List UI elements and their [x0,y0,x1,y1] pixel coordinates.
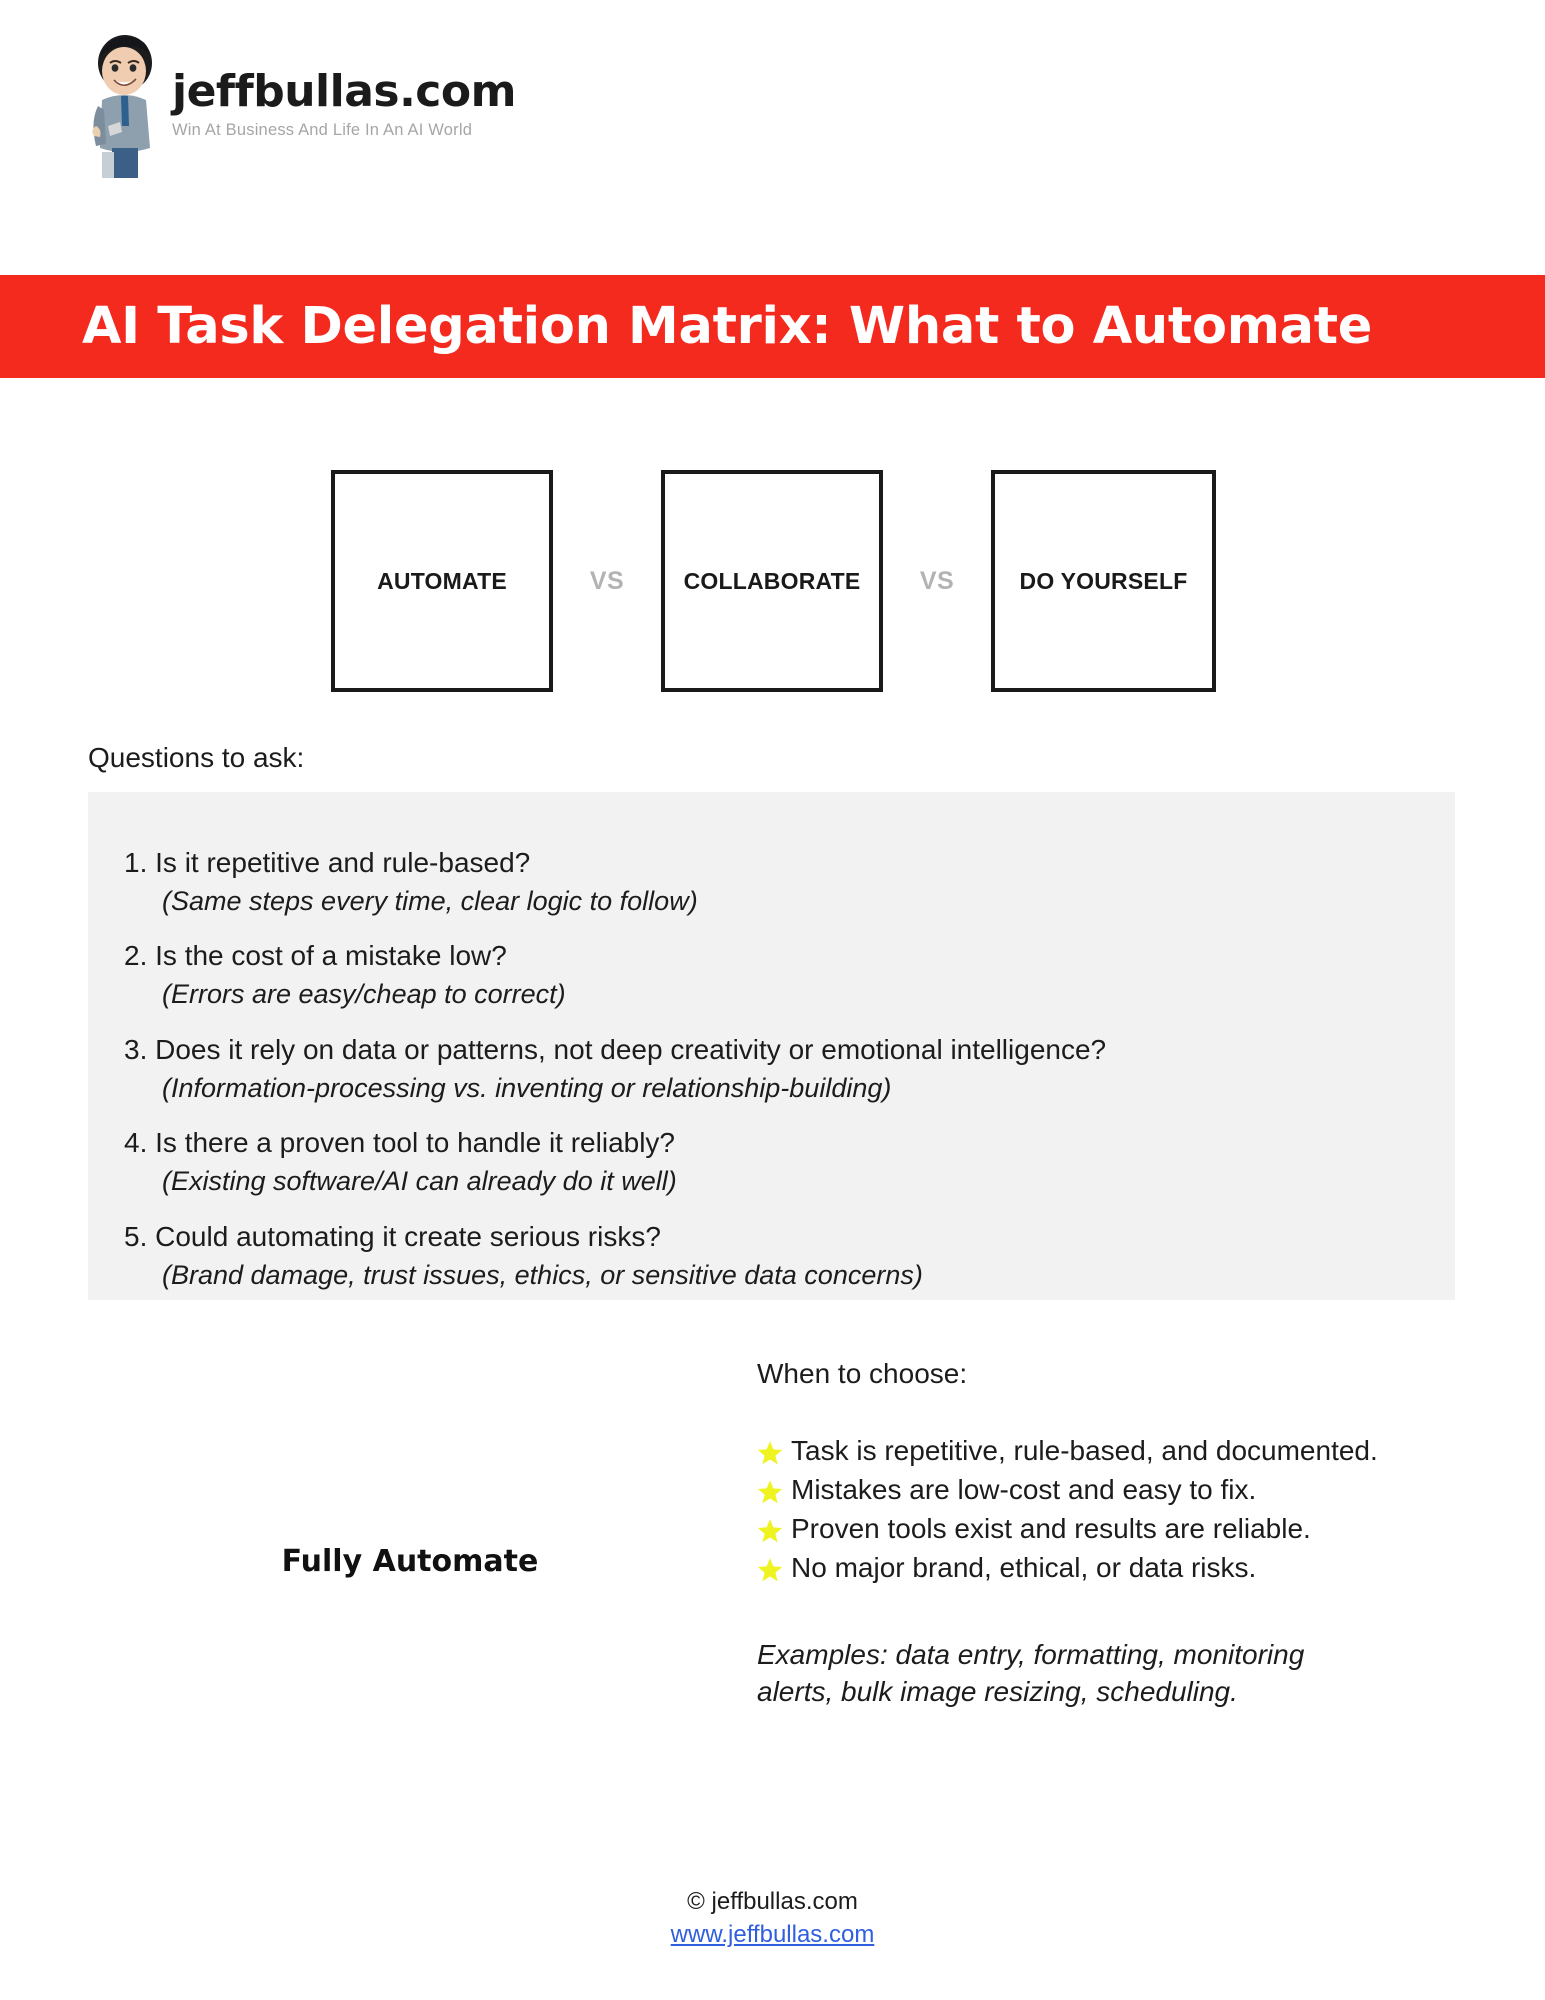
footer: © jeffbullas.com www.jeffbullas.com [0,1888,1545,1949]
question-text: 2. Is the cost of a mistake low? [124,940,507,972]
criteria-text: Task is repetitive, rule-based, and docu… [791,1435,1378,1466]
decision-label-fully-automate: Fully Automate [281,1544,539,1579]
list-item: No major brand, ethical, or data risks. [757,1551,1457,1587]
question-text: 4. Is there a proven tool to handle it r… [124,1127,676,1159]
footer-copyright: © jeffbullas.com [687,1888,858,1915]
site-logo: jeffbullas.com Win At Business And Life … [88,30,558,190]
mode-label-collaborate: COLLABORATE [683,567,861,594]
question-subtext: (Information-processing vs. inventing or… [162,1072,892,1103]
mode-label-automate: AUTOMATE [377,567,507,594]
footer-website-link[interactable]: www.jeffbullas.com [670,1921,875,1948]
question-text: 5. Could automating it create serious ri… [124,1220,661,1252]
question-text: 3. Does it rely on data or patterns, not… [124,1033,1107,1065]
mode-comparison-row: AUTOMATE VS COLLABORATE VS DO YOURSELF [331,470,1216,692]
questions-heading: Questions to ask: [88,742,305,773]
question-subtext: (Existing software/AI can already do it … [162,1166,677,1197]
question-item: 5. Could automating it create serious ri… [124,1220,1455,1291]
question-item: 1. Is it repetitive and rule-based? (Sam… [124,846,1455,917]
star-icon [757,1518,785,1548]
examples-text: Examples: data entry, formatting, monito… [757,1639,1305,1707]
question-item: 3. Does it rely on data or patterns, not… [124,1033,1455,1104]
criteria-text: Proven tools exist and results are relia… [791,1513,1311,1544]
criteria-text: Mistakes are low-cost and easy to fix. [791,1474,1257,1505]
logo-wordmark: jeffbullas.com [172,66,516,117]
star-icon [757,1440,785,1470]
jeff-bullas-caricature-icon [88,30,160,180]
criteria-list: Task is repetitive, rule-based, and docu… [757,1434,1457,1587]
star-icon [757,1479,785,1509]
when-to-choose-heading: When to choose: [757,1358,968,1389]
mode-separator-2: VS [919,566,955,595]
list-item: Task is repetitive, rule-based, and docu… [757,1434,1457,1470]
mode-box-automate[interactable]: AUTOMATE [331,470,553,692]
criteria-text: No major brand, ethical, or data risks. [791,1552,1257,1583]
page-title: AI Task Delegation Matrix: What to Autom… [82,297,1373,356]
list-item: Mistakes are low-cost and easy to fix. [757,1473,1457,1509]
question-item: 2. Is the cost of a mistake low? (Errors… [124,939,1455,1010]
question-subtext: (Brand damage, trust issues, ethics, or … [162,1259,923,1290]
mode-label-do-yourself: DO YOURSELF [1019,567,1188,594]
question-item: 4. Is there a proven tool to handle it r… [124,1126,1455,1197]
mode-separator-1: VS [589,566,625,595]
questions-panel: 1. Is it repetitive and rule-based? (Sam… [88,792,1455,1300]
mode-box-collaborate[interactable]: COLLABORATE [661,470,883,692]
logo-tagline: Win At Business And Life In An AI World [172,121,473,139]
mode-box-do-yourself[interactable]: DO YOURSELF [991,470,1216,692]
question-subtext: (Same steps every time, clear logic to f… [162,886,698,917]
question-text: 1. Is it repetitive and rule-based? [124,847,531,878]
when-to-choose-block: When to choose: Task is repetitive, rule… [757,1358,1457,1711]
question-subtext: (Errors are easy/cheap to correct) [162,979,566,1010]
title-banner: AI Task Delegation Matrix: What to Autom… [0,275,1545,378]
list-item: Proven tools exist and results are relia… [757,1512,1457,1548]
star-icon [757,1557,785,1587]
